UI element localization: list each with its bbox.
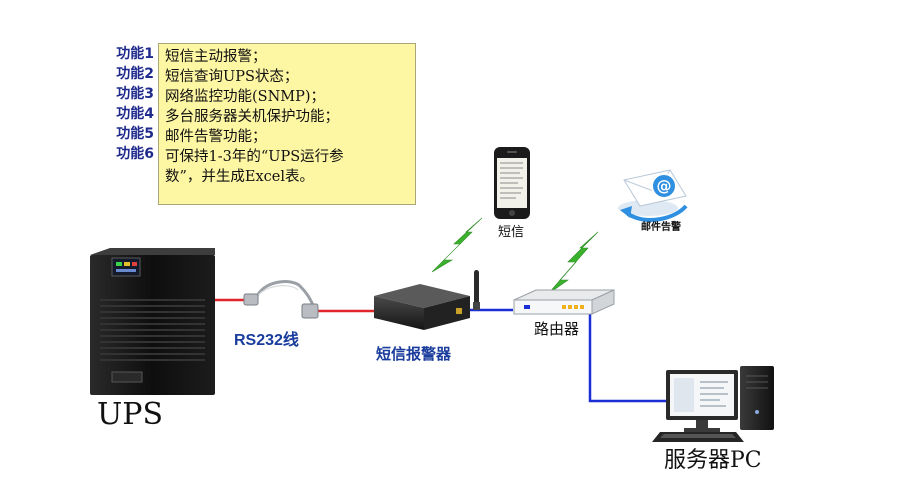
ups-tower-icon	[90, 248, 215, 395]
function-label: 功能1	[116, 46, 154, 62]
email-at-icon: @	[618, 169, 688, 222]
wireless-signal-icon	[431, 217, 483, 273]
function-description-line: 可保持1-3年的“UPS运行参	[165, 149, 344, 165]
function-label: 功能4	[116, 106, 154, 122]
phone-label: 短信	[498, 225, 525, 240]
wireless-signal-icon	[547, 231, 599, 295]
router-icon	[513, 289, 615, 315]
function-label: 功能2	[116, 66, 154, 82]
serial-cable-icon	[243, 280, 319, 319]
email-alert-label: 邮件告警	[641, 222, 681, 233]
svg-text:@: @	[657, 177, 672, 195]
function-description-line: 网络监控功能(SNMP)；	[165, 89, 326, 105]
sms-alarm-device-icon	[374, 270, 480, 330]
rs232-cable-label: RS232线	[234, 332, 299, 349]
server-pc-label: 服务器PC	[664, 448, 762, 473]
function-description-box: 短信主动报警； 短信查询UPS状态； 网络监控功能(SNMP)； 多台服务器关机…	[158, 43, 416, 205]
antenna-icon	[473, 270, 480, 310]
sms-alarm-label: 短信报警器	[376, 345, 452, 363]
router-to-server-line	[588, 312, 670, 403]
function-description-line: 多台服务器关机保护功能；	[165, 109, 339, 125]
desktop-pc-icon	[652, 366, 774, 442]
ups-label: UPS	[97, 397, 164, 432]
function-description-line: 数”，并生成Excel表。	[165, 169, 315, 185]
function-label: 功能6	[116, 146, 154, 162]
function-description-line: 短信查询UPS状态；	[165, 69, 299, 85]
smartphone-icon	[494, 147, 530, 219]
function-description-line: 邮件告警功能；	[165, 129, 267, 145]
function-label: 功能3	[116, 86, 154, 102]
function-label: 功能5	[116, 126, 154, 142]
router-label: 路由器	[534, 320, 580, 338]
function-description-line: 短信主动报警；	[165, 49, 267, 65]
function-label-list: 功能1 功能2 功能3 功能4 功能5 功能6	[96, 44, 154, 164]
